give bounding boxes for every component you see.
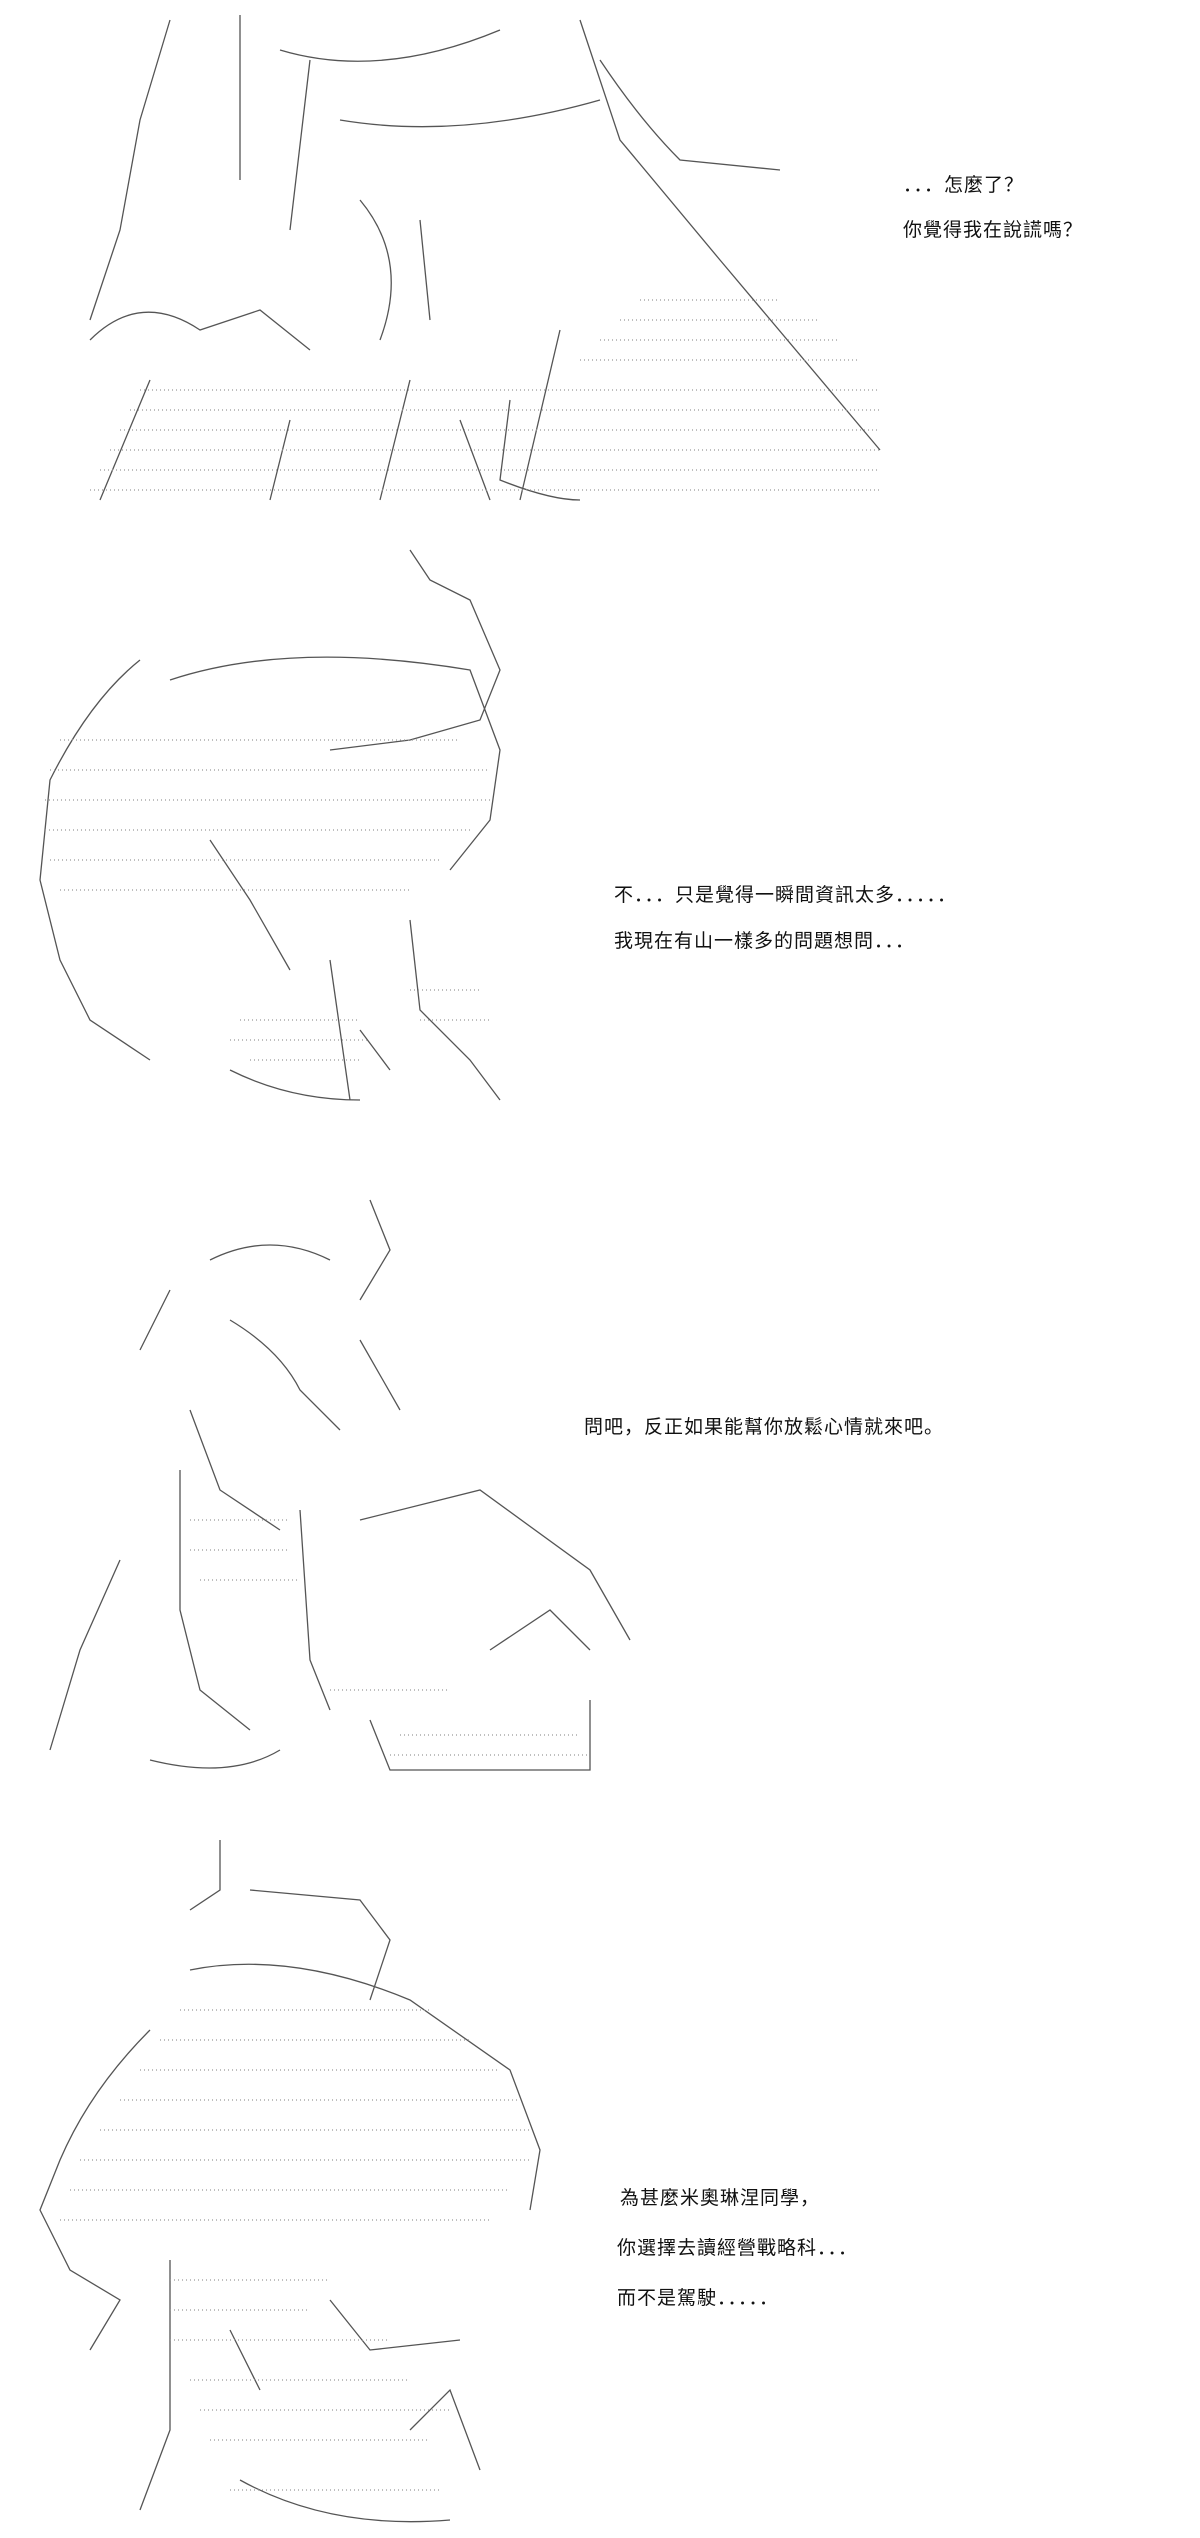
dialogue-line: 你選擇去讀經營戰略科．．． xyxy=(617,2237,859,2259)
ascii-art-figure-1 xyxy=(80,0,900,510)
dialogue-line: 我現在有山一樣多的問題想問．．． xyxy=(614,930,916,952)
dialogue-line: ．．．怎麼了？ xyxy=(903,174,1025,196)
dialogue-line: 為甚麼米奧琳涅同學， xyxy=(620,2187,821,2209)
ascii-art-figure-4 xyxy=(30,1830,560,2538)
dialogue-line: 問吧，反正如果能幫你放鬆心情就來吧。 xyxy=(584,1416,945,1438)
dialogue-line: 你覺得我在說謊嗎？ xyxy=(903,219,1084,241)
ascii-art-figure-3 xyxy=(30,1190,650,1810)
dialogue-line: 而不是駕駛．．．．． xyxy=(617,2287,780,2309)
ascii-art-figure-2 xyxy=(30,540,540,1140)
dialogue-line: 不．．．只是覺得一瞬間資訊太多．．．．． xyxy=(614,884,958,906)
